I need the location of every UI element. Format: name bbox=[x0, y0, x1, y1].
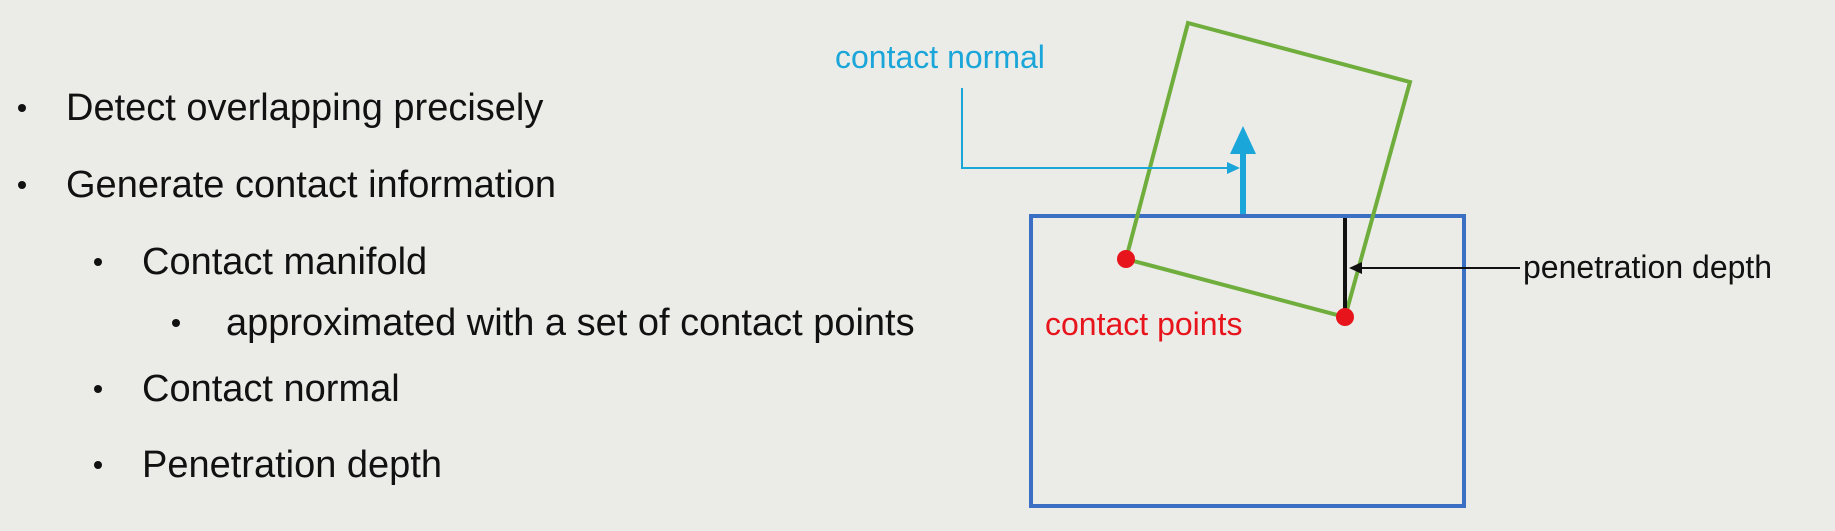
bullet-dot bbox=[94, 385, 102, 393]
bullet-dot bbox=[18, 181, 26, 189]
bullet-text: Detect overlapping precisely bbox=[66, 86, 544, 129]
bullet-item-level1: Detect overlapping precisely bbox=[18, 87, 543, 129]
contact-normal-arrowhead bbox=[1230, 126, 1256, 154]
bullet-item-level2: Contact manifold bbox=[94, 241, 427, 283]
static-box bbox=[1029, 214, 1466, 508]
bullet-text: approximated with a set of contact point… bbox=[226, 301, 915, 344]
contact-point bbox=[1336, 308, 1354, 326]
contact-normal-pointer bbox=[961, 88, 1230, 169]
bullet-dot bbox=[172, 319, 180, 327]
contact-points-label: contact points bbox=[1045, 306, 1242, 342]
bullet-item-level3: approximated with a set of contact point… bbox=[172, 302, 915, 344]
bullet-dot bbox=[18, 104, 26, 112]
bullet-item-level1: Generate contact information bbox=[18, 164, 556, 206]
penetration-depth-label: penetration depth bbox=[1523, 249, 1772, 285]
contact-normal-pointer-arrowhead bbox=[1227, 162, 1240, 174]
bullet-item-level2: Contact normal bbox=[94, 368, 400, 410]
bullet-dot bbox=[94, 258, 102, 266]
bullet-text: Penetration depth bbox=[142, 443, 443, 486]
bullet-item-level2: Penetration depth bbox=[94, 444, 442, 486]
bullet-dot bbox=[94, 461, 102, 469]
penetration-depth-arrowhead bbox=[1349, 262, 1362, 274]
bullet-text: Generate contact information bbox=[66, 163, 557, 206]
contact-normal-label: contact normal bbox=[835, 39, 1045, 75]
bullet-list: Detect overlapping precisely Generate co… bbox=[18, 87, 915, 486]
bullet-text: Contact normal bbox=[142, 367, 400, 410]
bullet-text: Contact manifold bbox=[142, 240, 428, 283]
contact-point bbox=[1117, 250, 1135, 268]
rotated-box bbox=[1123, 20, 1413, 320]
